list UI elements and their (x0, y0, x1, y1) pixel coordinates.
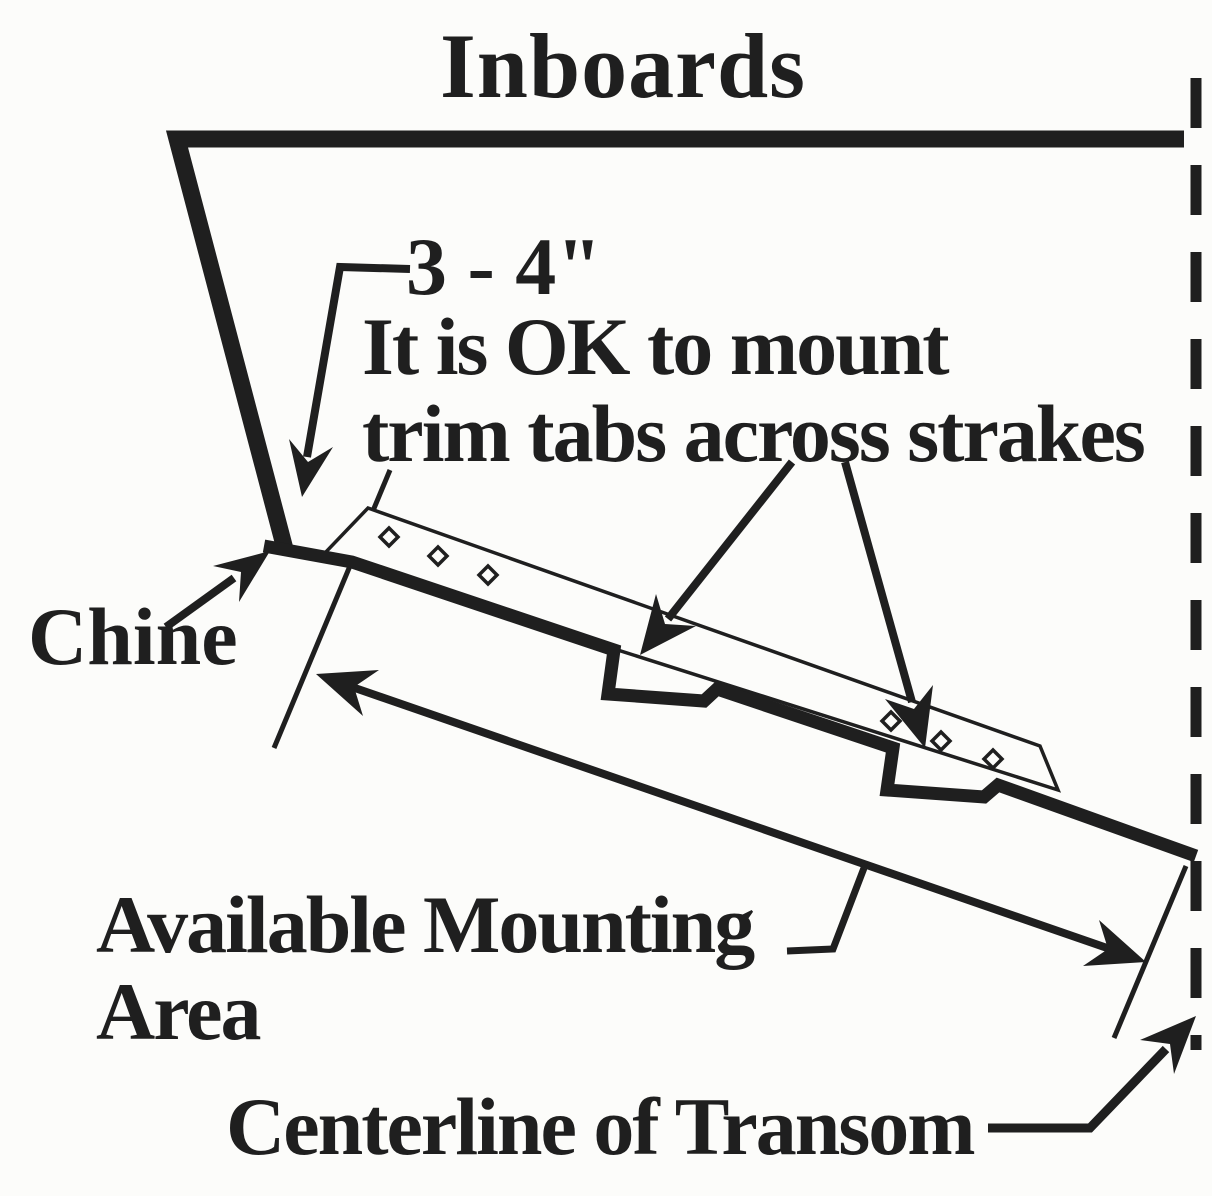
arrowhead-icon (1083, 920, 1146, 966)
strip-hole (879, 709, 903, 733)
arrowhead-icon (1140, 1016, 1196, 1074)
chine-label: Chine (28, 591, 238, 682)
diagram-title: Inboards (440, 15, 806, 117)
ok-note-line2: trim tabs across strakes (362, 387, 1146, 479)
ok-note-label: It is OK to mount trim tabs across strak… (362, 301, 1146, 479)
strake-arrow-left (640, 459, 796, 655)
offset-label: 3 - 4" (406, 221, 602, 312)
arrowhead-icon (289, 439, 333, 497)
strip-holes (377, 525, 1005, 771)
chine-arrow (163, 551, 270, 631)
strip-hole (981, 747, 1005, 771)
strake-arrow-right (841, 460, 933, 748)
arrowhead-icon (213, 551, 270, 602)
hull-top-and-side-line (165, 130, 1184, 552)
strip-hole (426, 544, 450, 568)
strip-hole (377, 525, 401, 549)
mounting-area-line1: Available Mounting (96, 879, 755, 970)
ok-note-line1: It is OK to mount (362, 301, 950, 392)
mounting-area-label: Available Mounting Area (96, 879, 755, 1057)
arrowhead-icon (316, 670, 379, 716)
offset-leader-arrow (289, 262, 411, 497)
centerline-label: Centerline of Transom (226, 1081, 976, 1172)
mounting-area-line2: Area (96, 965, 262, 1057)
trim-tab-strip (318, 505, 1062, 793)
centerline-arrow (988, 1016, 1196, 1133)
hull-bottom-line-with-strakes (262, 539, 1199, 863)
arrowhead-icon (640, 594, 696, 655)
strip-hole (929, 729, 953, 753)
mounting-leader-line (786, 866, 868, 955)
arrowhead-icon (885, 685, 933, 748)
strip-hole (476, 563, 500, 587)
mounting-area-dimension-arrow (316, 670, 1146, 966)
mounting-area-boundary-right (1111, 865, 1189, 1039)
